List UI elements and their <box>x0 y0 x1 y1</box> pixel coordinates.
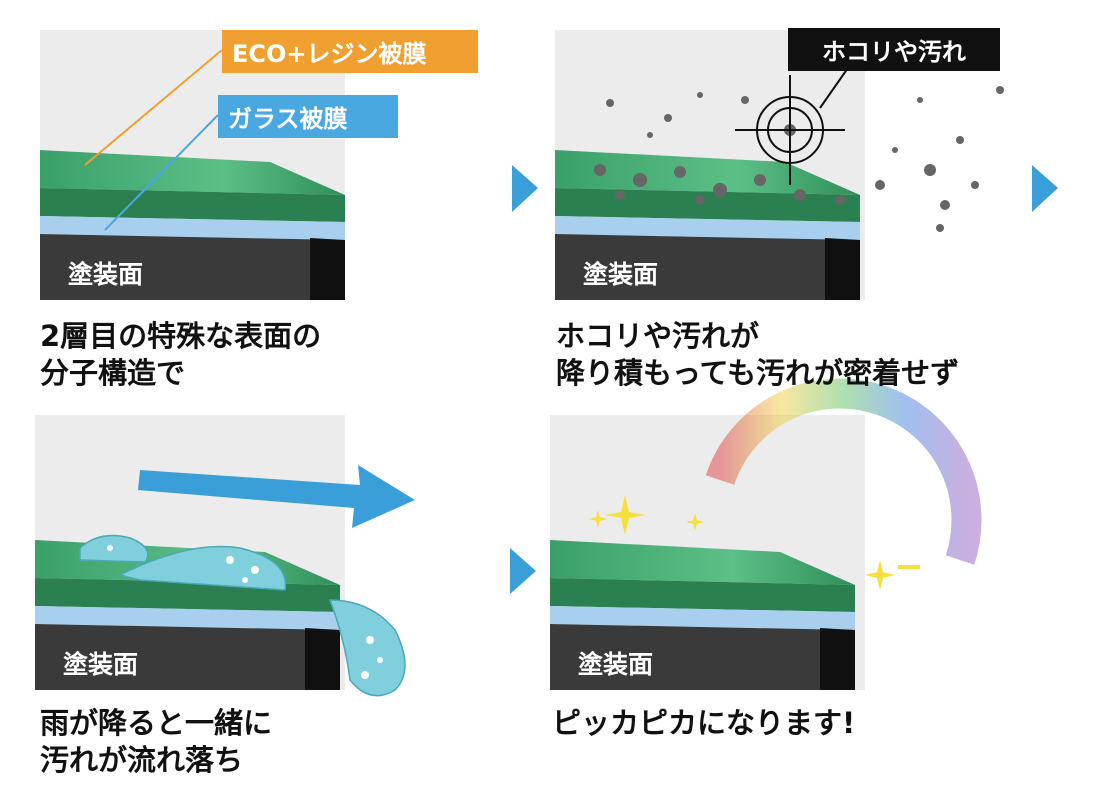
eco-resin-tag: ECO+レジン被膜 <box>222 30 478 73</box>
caption-line: ピッカピカになります! <box>552 706 856 740</box>
paint-surface-label: 塗装面 <box>63 650 139 679</box>
eco-pointer-line <box>84 49 223 166</box>
panel-2 <box>555 30 1004 300</box>
bubbles <box>107 545 383 679</box>
glass-coating-tag: ガラス被膜 <box>218 95 398 138</box>
caption-line: 2層目の特殊な表面の <box>40 319 322 353</box>
next-arrow-icon <box>1032 165 1058 212</box>
caption-4: ピッカピカになります! <box>552 705 855 742</box>
paint-surface-label: 塗装面 <box>583 260 659 289</box>
caption-line: ホコリや汚れが <box>556 319 760 353</box>
panel-1 <box>40 30 345 300</box>
dust-particles <box>594 86 1004 232</box>
paint-surface-label: 塗装面 <box>578 650 654 679</box>
flow-arrow-icon <box>138 465 415 528</box>
next-arrow-icon <box>512 165 538 212</box>
caption-3: 雨が降ると一緒に 汚れが流れ落ち <box>40 705 272 779</box>
rainbow-icon <box>705 378 982 565</box>
caption-line: 雨が降ると一緒に <box>40 706 273 740</box>
sparkle-icons <box>589 495 920 590</box>
glass-pointer-line <box>104 114 219 231</box>
next-arrow-icon <box>510 548 536 594</box>
caption-line: 降り積もっても汚れが密着せず <box>556 356 960 390</box>
caption-line: 分子構造で <box>40 356 186 390</box>
paint-surface-label: 塗装面 <box>68 260 144 289</box>
dust-tag: ホコリや汚れ <box>788 28 1000 71</box>
target-crosshair-icon <box>735 64 851 185</box>
caption-2: ホコリや汚れが 降り積もっても汚れが密着せず <box>556 318 959 392</box>
caption-line: 汚れが流れ落ち <box>40 743 244 777</box>
panel-4 <box>550 378 982 690</box>
caption-1: 2層目の特殊な表面の 分子構造で <box>40 318 321 392</box>
panel-3 <box>35 415 415 697</box>
